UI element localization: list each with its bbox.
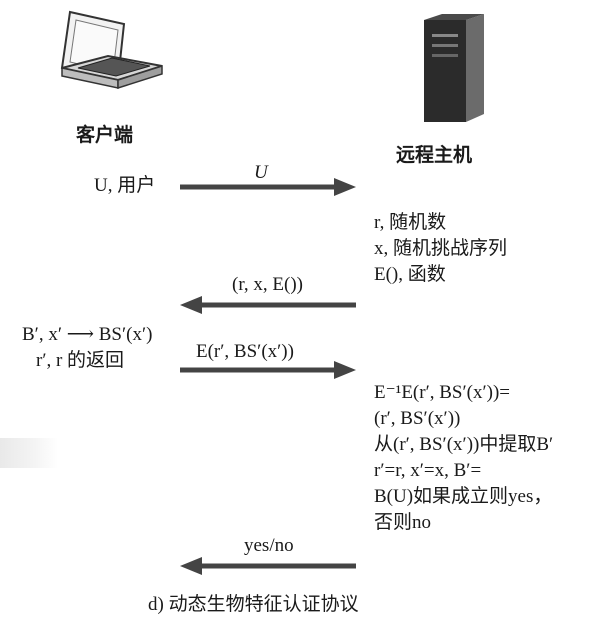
laptop-icon <box>60 10 163 90</box>
client-note: B′, x′ ⟶ BS′(x′) r′, r 的返回 <box>22 322 152 374</box>
note-line: 从(r′, BS′(x′))中提取B′ <box>374 434 554 455</box>
note-line: r′, r 的返回 <box>36 350 125 371</box>
note-line: 否则no <box>374 512 432 533</box>
note-line: r′=r, x′=x, B′= <box>374 460 482 481</box>
msg2-arrow-label: (r, x, E()) <box>232 274 303 295</box>
server-label: 远程主机 <box>396 144 473 166</box>
note-line: x, 随机挑战序列 <box>374 238 508 259</box>
server-note-2: E⁻¹E(r′, BS′(x′))= (r′, BS′(x′)) 从(r′, B… <box>374 380 553 536</box>
msg1-left-label: U, 用户 <box>94 175 156 196</box>
msg4-arrow-label: yes/no <box>244 535 294 556</box>
note-line: (r′, BS′(x′)) <box>374 408 461 429</box>
msg1-arrow-label: U <box>254 162 268 183</box>
scan-smudge <box>0 438 58 468</box>
figure-caption: d) 动态生物特征认证协议 <box>148 594 359 615</box>
arrowhead <box>334 178 356 196</box>
arrowhead <box>180 557 202 575</box>
note-line: E⁻¹E(r′, BS′(x′))= <box>374 382 510 403</box>
server-note-1: r, 随机数 x, 随机挑战序列 E(), 函数 <box>374 210 507 288</box>
note-line: E(), 函数 <box>374 264 446 285</box>
arrowhead <box>334 361 356 379</box>
client-label: 客户端 <box>76 124 134 146</box>
note-line: r, 随机数 <box>374 212 447 233</box>
msg3-arrow-label: E(r′, BS′(x′)) <box>196 341 294 362</box>
note-line: B(U)如果成立则yes， <box>374 486 553 507</box>
note-line: B′, x′ ⟶ BS′(x′) <box>22 324 153 345</box>
server-tower-icon <box>424 14 484 122</box>
arrowhead <box>180 296 202 314</box>
